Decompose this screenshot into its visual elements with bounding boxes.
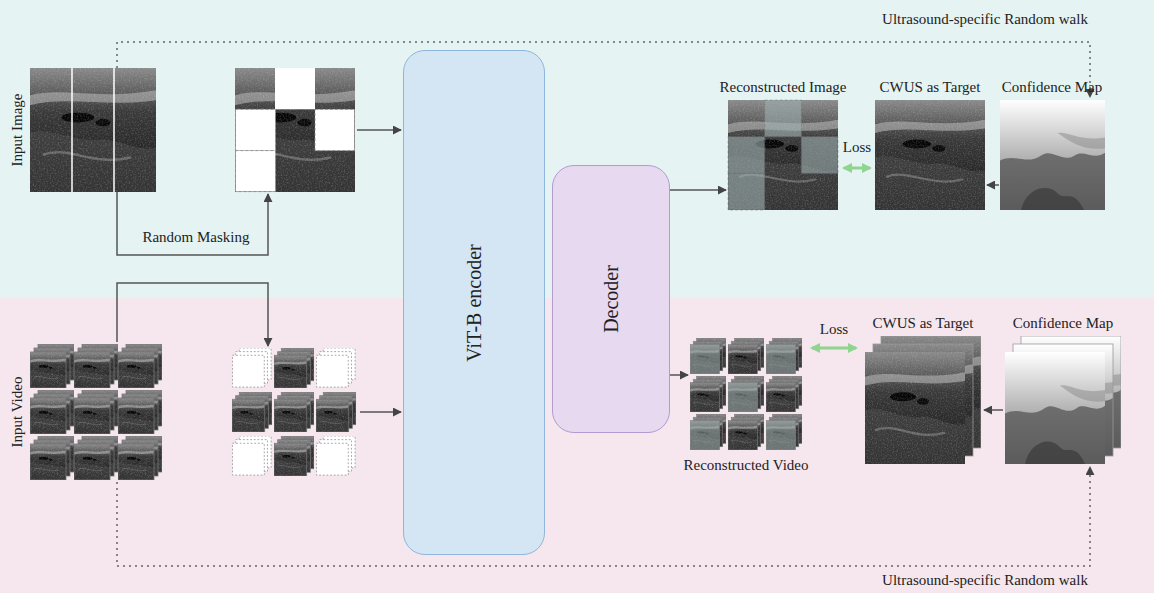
encoder-box: ViT-B encoder: [403, 50, 545, 555]
flow-arrow: [987, 184, 999, 186]
loss-arrow: [844, 167, 870, 170]
annotation: Random Masking: [142, 228, 249, 246]
annotation: Confidence Map: [1002, 78, 1102, 96]
annotation: Ultrasound-specific Random walk: [882, 571, 1088, 589]
flow-arrow: [670, 374, 688, 376]
input-image: [30, 68, 156, 192]
masked-image: [235, 68, 355, 192]
masking-arrow: [117, 192, 268, 255]
annotation: Confidence Map: [1013, 314, 1113, 332]
annotation: Loss: [820, 320, 848, 338]
flow-arrow: [984, 409, 1003, 411]
masked-video: [232, 348, 356, 476]
flow-arrow: [360, 411, 401, 413]
confidence-map-video: [1005, 336, 1121, 464]
reconstructed-video: [690, 338, 802, 450]
random-walk-line: [117, 467, 1090, 566]
annotation: CWUS as Target: [880, 78, 981, 96]
masking-arrow: [117, 283, 268, 346]
confidence-map: [1000, 100, 1105, 210]
annotation: Reconstructed Image: [719, 78, 846, 96]
flow-arrow: [357, 129, 401, 131]
input-video: [30, 344, 162, 480]
annotation: Loss: [843, 138, 871, 156]
decoder-box: Decoder: [552, 165, 670, 433]
node-label: Decoder: [600, 265, 623, 333]
flow-arrow: [670, 189, 726, 191]
annotation: CWUS as Target: [873, 314, 974, 332]
annotation: Input Image: [8, 94, 26, 167]
annotation: Reconstructed Video: [683, 456, 808, 474]
annotation: Input Video: [8, 377, 26, 448]
loss-arrow: [812, 347, 856, 350]
annotation: Ultrasound-specific Random walk: [882, 10, 1088, 28]
cwus-image: [875, 100, 985, 210]
reconstructed-image: [728, 100, 838, 210]
cwus-video: [865, 336, 981, 464]
node-label: ViT-B encoder: [463, 244, 486, 361]
